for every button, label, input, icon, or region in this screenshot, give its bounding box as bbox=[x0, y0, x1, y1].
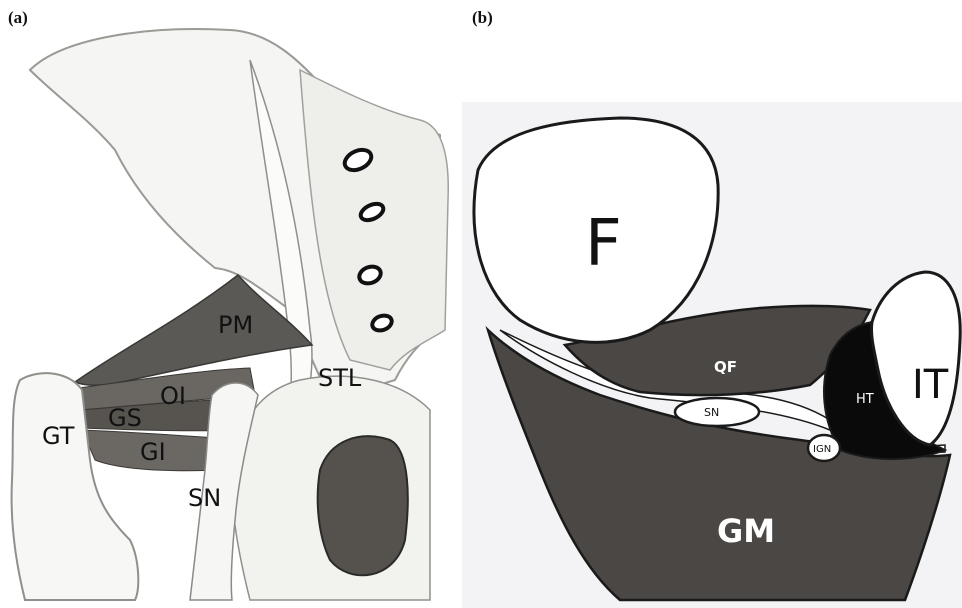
panel-b: F QF HT IT SN IGN GM bbox=[462, 102, 962, 608]
label-pm: PM bbox=[218, 311, 253, 339]
label-ign: IGN bbox=[813, 444, 831, 455]
label-gm: GM bbox=[717, 512, 775, 550]
label-gt: GT bbox=[42, 422, 75, 450]
label-f: F bbox=[585, 207, 622, 281]
obturator-foramen bbox=[318, 436, 408, 575]
label-stl: STL bbox=[318, 364, 362, 392]
label-sn-a: SN bbox=[188, 484, 221, 512]
label-ht: HT bbox=[856, 392, 874, 407]
label-gi: GI bbox=[140, 438, 166, 466]
label-sn-b: SN bbox=[704, 406, 719, 419]
label-qf: QF bbox=[714, 358, 737, 376]
panel-a: PM STL OI GS GT GI SN bbox=[12, 29, 449, 600]
label-it: IT bbox=[912, 362, 949, 408]
label-gs: GS bbox=[108, 404, 142, 432]
label-oi: OI bbox=[160, 382, 186, 410]
